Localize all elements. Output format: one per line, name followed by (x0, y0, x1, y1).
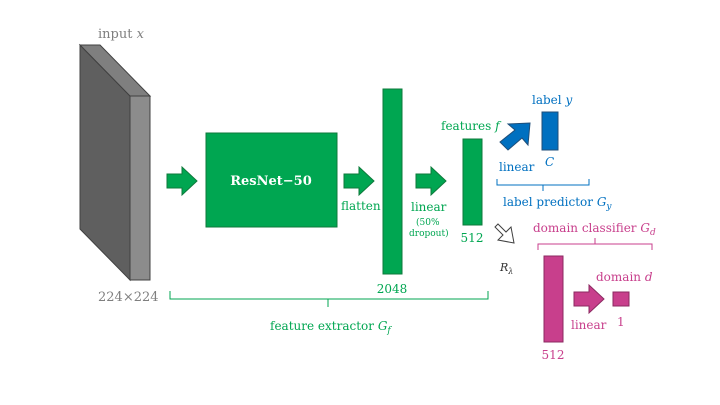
flatten-vector (382, 88, 403, 275)
gradient-reversal-arrow (494, 223, 515, 244)
linear-main-label: linear (411, 200, 447, 214)
arrow-domain-linear (573, 283, 605, 315)
arrow-resnet-to-flatten (343, 165, 375, 197)
feature-extractor-label: feature extractor Gf (270, 319, 392, 336)
label-head-label: label y (532, 93, 572, 107)
domain-linear-label: linear (571, 318, 607, 332)
features-label: features f (441, 119, 502, 133)
domain-dim-label: 512 (542, 348, 565, 362)
dropout-note-line1: (50% (416, 217, 440, 228)
label-predictor-label: label predictor Gy (503, 195, 612, 212)
resnet-label: ResNet−50 (230, 174, 312, 189)
label-predictor-brace (496, 179, 590, 191)
domain-classifier-brace (537, 238, 653, 250)
grl-label: Rλ (499, 261, 513, 276)
arrow-features-to-label (499, 122, 531, 151)
domain-vector (543, 255, 564, 343)
features-dim-label: 512 (461, 231, 484, 245)
input-block (78, 43, 152, 282)
input-size-label: 224×224 (98, 290, 159, 305)
flatten-dim-label: 2048 (377, 282, 408, 296)
resnet-block (205, 132, 338, 228)
arrow-input-to-resnet (166, 165, 198, 197)
domain-out-label: 1 (617, 315, 625, 329)
label-linear-label: linear (499, 160, 535, 174)
domain-output (612, 291, 630, 307)
dropout-note-line2: dropout) (409, 228, 449, 239)
input-label: input x (98, 27, 145, 42)
domain-label: domain d (596, 270, 653, 284)
feature-extractor-brace (169, 291, 489, 307)
domain-classifier-label: domain classifier Gd (533, 221, 656, 238)
label-C-label: C (545, 155, 554, 169)
features-vector (462, 138, 483, 226)
flatten-label: flatten (341, 199, 381, 213)
label-output-vector (541, 111, 559, 151)
arrow-flatten-to-features (415, 165, 447, 197)
